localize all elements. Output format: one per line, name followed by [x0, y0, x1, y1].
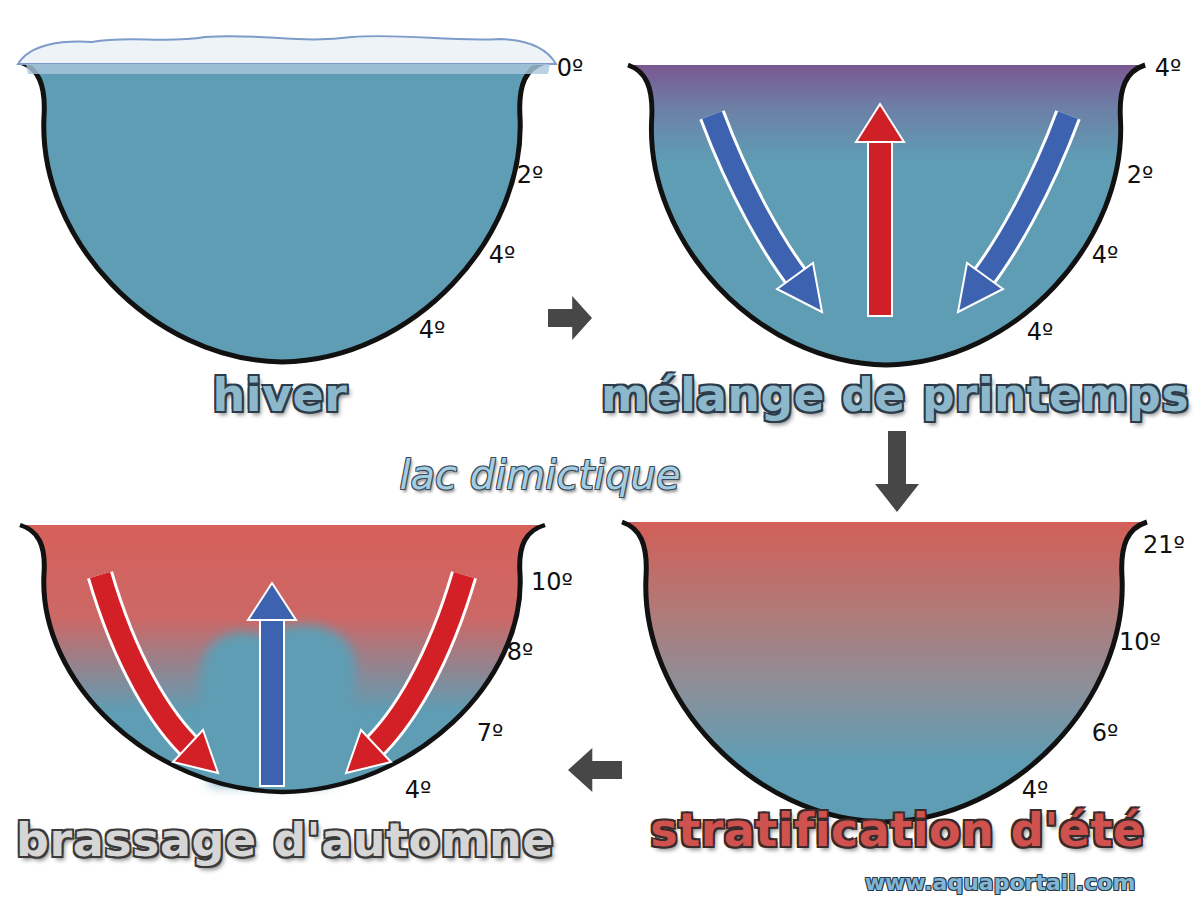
summer-caption: stratification d'été: [650, 804, 1144, 857]
temperature-label: 4º: [1027, 318, 1054, 346]
sequence-arrow: [548, 296, 592, 340]
temperature-label: 4º: [419, 316, 446, 344]
temperature-label: 10º: [1119, 628, 1161, 656]
winter-basin: [20, 62, 545, 362]
winter-caption: hiver: [213, 369, 348, 422]
spring-arrows: [712, 104, 1068, 316]
autumn-arrows: [100, 575, 464, 786]
sequence-arrow: [568, 748, 622, 792]
sequence-arrow: [875, 431, 919, 512]
temperature-label: 6º: [1092, 719, 1119, 747]
temperature-label: 7º: [477, 719, 504, 747]
watermark: www.aquaportail.com: [865, 870, 1136, 895]
temperature-label: 4º: [1092, 241, 1119, 269]
autumn-basin: [20, 525, 545, 792]
lake-panel: brassage d'automne: [5, 515, 565, 873]
lake-panel: hiver: [15, 30, 545, 428]
temperature-label: 0º: [557, 54, 584, 82]
temperature-label: 2º: [1127, 161, 1154, 189]
spring-basin: [628, 65, 1145, 365]
temperature-label: 21º: [1143, 531, 1185, 559]
autumn-caption: brassage d'automne: [16, 814, 554, 867]
temperature-label: 8º: [507, 638, 534, 666]
autumn-rim: [20, 525, 545, 792]
ice-bottom: [26, 64, 550, 74]
temperature-label: 4º: [1022, 776, 1049, 804]
lake-panel: stratification d'été: [625, 515, 1170, 863]
temperature-label: 2º: [517, 161, 544, 189]
temperature-label: 10º: [531, 568, 573, 596]
spring-caption: mélange de printemps: [601, 370, 1189, 422]
temperature-label: 4º: [1155, 54, 1182, 82]
temperature-label: 4º: [405, 776, 432, 804]
summer-basin: [622, 522, 1147, 822]
ice-layer: [18, 36, 556, 64]
lake-panel: mélange de printemps: [595, 30, 1195, 428]
temperature-label: 4º: [489, 241, 516, 269]
diagram-title-label: lac dimictique: [399, 452, 680, 498]
